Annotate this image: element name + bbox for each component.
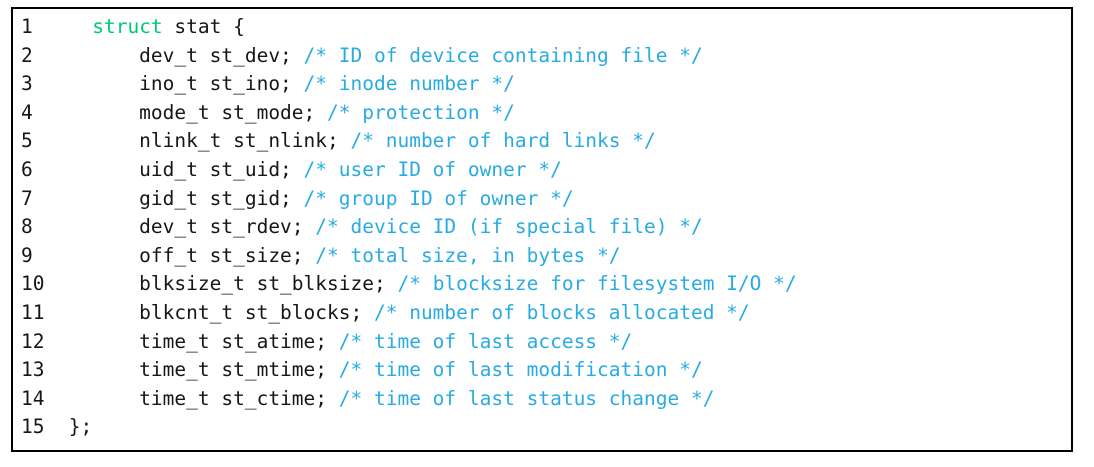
code-line-text: blksize_t st_blksize; /* blocksize for f… [57,272,797,296]
line-number: 9 [21,243,33,267]
code-token-plain: blksize_t st_blksize; [57,272,398,296]
code-token-plain: uid_t st_uid; [57,157,304,181]
line-number: 8 [21,215,33,239]
code-token-comment: /* device ID (if special file) */ [315,215,703,239]
line-number: 4 [21,100,33,124]
code-token-plain: blkcnt_t st_blocks; [57,300,374,324]
code-token-plain: stat { [162,15,245,38]
line-number: 1 [21,15,33,38]
code-token-comment: /* total size, in bytes */ [315,243,621,267]
line-number: 6 [21,157,33,181]
code-line-text: gid_t st_gid; /* group ID of owner */ [57,186,574,210]
code-token-comment: /* time of last status change */ [338,386,715,410]
code-line-text: time_t st_atime; /* time of last access … [57,330,632,353]
code-token-comment: /* group ID of owner */ [303,186,574,210]
line-number: 2 [21,43,33,67]
code-line: 3 ino_t st_ino; /* inode number */ [13,70,1071,99]
code-token-keyword: struct [92,15,163,38]
code-line: 4 mode_t st_mode; /* protection */ [13,99,1071,128]
code-line: 7 gid_t st_gid; /* group ID of owner */ [13,185,1071,214]
code-listing-panel: 1 struct stat {2 dev_t st_dev; /* ID of … [11,7,1073,452]
code-token-plain: dev_t st_dev; [57,43,304,67]
line-number: 10 [21,272,45,296]
code-token-comment: /* protection */ [327,100,515,124]
code-line: 6 uid_t st_uid; /* user ID of owner */ [13,156,1071,185]
code-token-plain [57,15,92,38]
code-line: 12 time_t st_atime; /* time of last acce… [13,328,1071,357]
code-line: 9 off_t st_size; /* total size, in bytes… [13,242,1071,271]
code-line-text: time_t st_ctime; /* time of last status … [57,387,714,410]
line-number: 3 [21,72,33,96]
code-token-plain: ino_t st_ino; [57,72,304,96]
code-token-plain: time_t st_mtime; [57,358,339,382]
code-line: 15 }; [13,413,1071,442]
code-line-text: nlink_t st_nlink; /* number of hard link… [57,129,656,152]
code-line-text: mode_t st_mode; /* protection */ [57,101,515,124]
code-line: 2 dev_t st_dev; /* ID of device containi… [13,42,1071,71]
code-lines-container: 1 struct stat {2 dev_t st_dev; /* ID of … [13,13,1071,442]
code-token-comment: /* number of blocks allocated */ [373,300,750,324]
code-token-comment: /* ID of device containing file */ [303,43,703,67]
code-line: 8 dev_t st_rdev; /* device ID (if specia… [13,213,1071,242]
code-line: 13 time_t st_mtime; /* time of last modi… [13,356,1071,385]
code-token-comment: /* inode number */ [303,72,515,96]
line-number: 15 [21,415,45,439]
line-number: 12 [21,329,45,353]
code-line-text: blkcnt_t st_blocks; /* number of blocks … [57,301,750,324]
code-token-plain: gid_t st_gid; [57,186,304,210]
line-number: 14 [21,386,45,410]
code-line-text: dev_t st_dev; /* ID of device containing… [57,44,703,67]
code-line: 11 blkcnt_t st_blocks; /* number of bloc… [13,299,1071,328]
code-token-plain: off_t st_size; [57,243,316,267]
code-token-plain: dev_t st_rdev; [57,215,316,239]
code-line-text: uid_t st_uid; /* user ID of owner */ [57,158,562,181]
code-token-comment: /* number of hard links */ [350,129,656,153]
code-line: 5 nlink_t st_nlink; /* number of hard li… [13,127,1071,156]
code-line: 14 time_t st_ctime; /* time of last stat… [13,385,1071,414]
code-token-comment: /* user ID of owner */ [303,157,562,181]
code-token-plain: nlink_t st_nlink; [57,129,351,153]
code-line-text: off_t st_size; /* total size, in bytes *… [57,243,621,267]
code-token-plain: time_t st_ctime; [57,386,339,410]
code-token-comment: /* time of last access */ [338,329,633,353]
code-token-comment: /* blocksize for filesystem I/O */ [397,272,797,296]
code-line-text: dev_t st_rdev; /* device ID (if special … [57,215,703,238]
code-token-plain: time_t st_atime; [57,329,339,353]
line-number: 5 [21,129,33,153]
code-line: 10 blksize_t st_blksize; /* blocksize fo… [13,270,1071,299]
line-number: 13 [21,358,45,382]
code-line-text: }; [57,415,93,439]
code-line-text: ino_t st_ino; /* inode number */ [57,72,515,95]
code-token-comment: /* time of last modification */ [338,358,703,382]
code-token-plain: }; [57,415,93,439]
code-line: 1 struct stat { [13,13,1071,42]
code-token-plain: mode_t st_mode; [57,100,328,124]
code-line-text: struct stat { [57,15,245,38]
line-number: 7 [21,186,33,210]
code-line-text: time_t st_mtime; /* time of last modific… [57,358,703,381]
line-number: 11 [21,300,45,324]
